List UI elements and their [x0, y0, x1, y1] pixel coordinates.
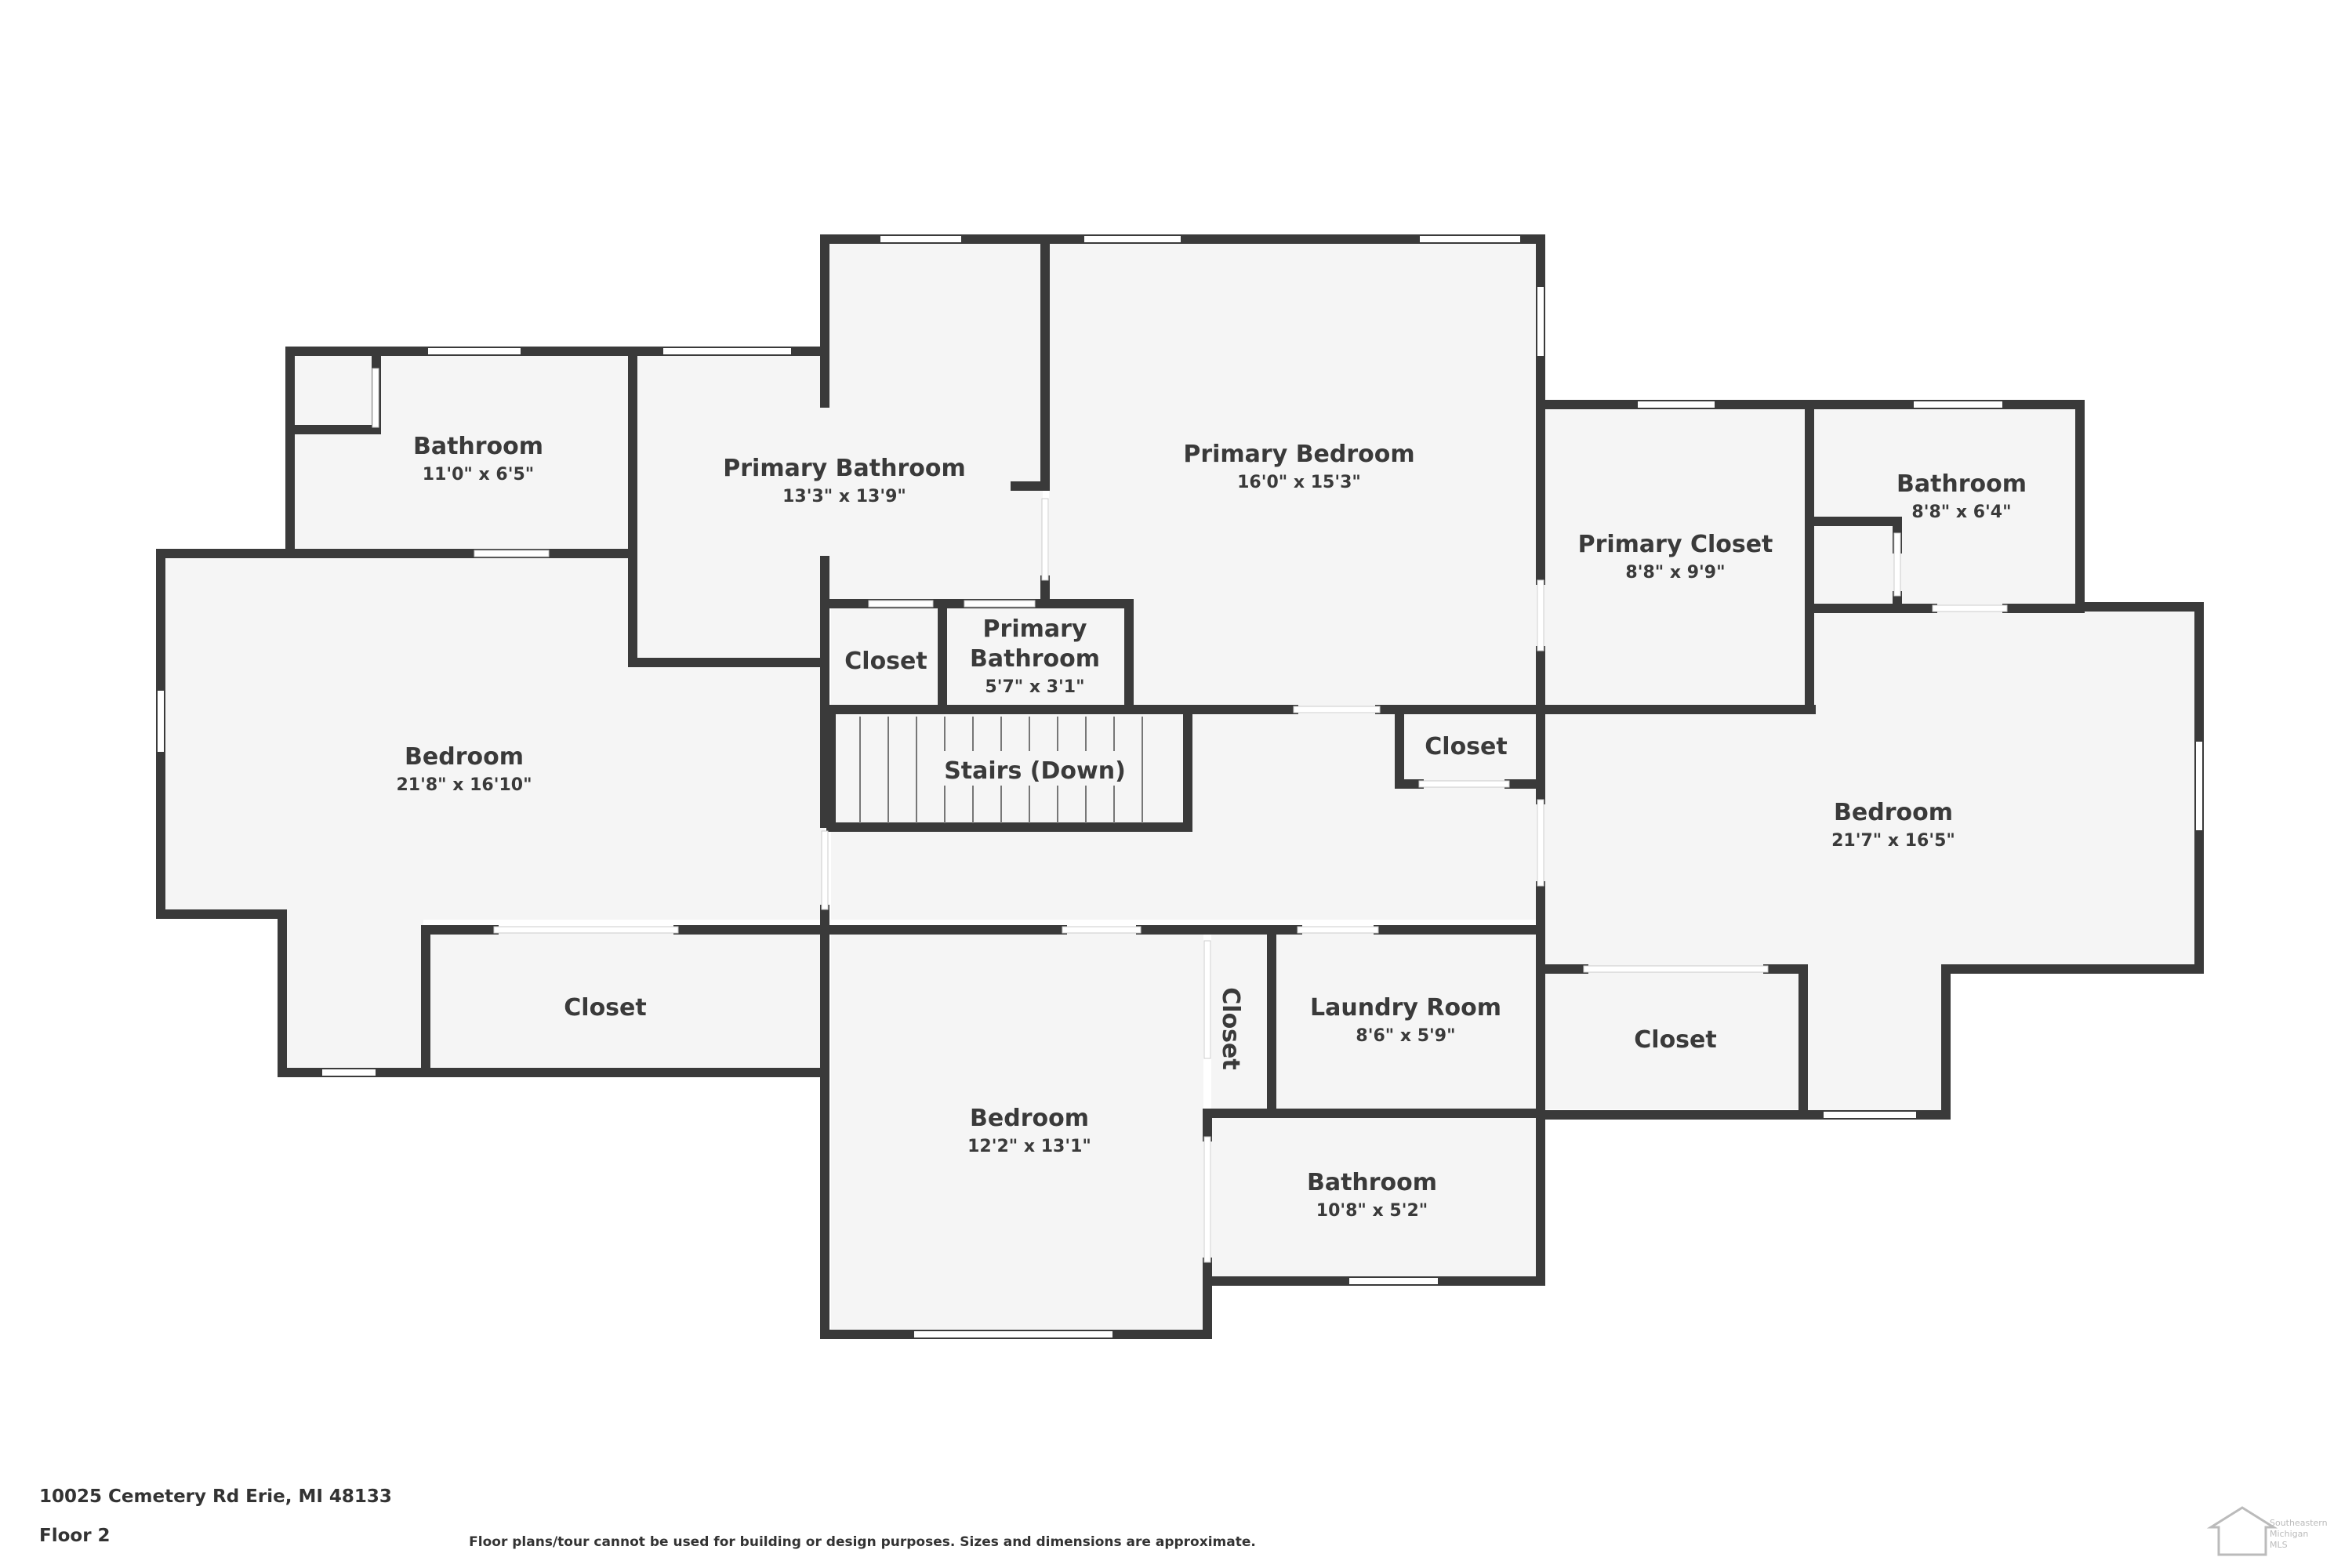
- bathroom-tr-floor: [1813, 406, 2077, 607]
- room-name: Bathroom: [413, 433, 543, 460]
- room-name-line2: Bathroom: [970, 645, 1100, 673]
- room-name: Laundry Room: [1310, 994, 1501, 1022]
- room-dims: 8'8" x 9'9": [1625, 563, 1725, 583]
- window: [1536, 285, 1545, 358]
- primary-bathroom-floor: [637, 353, 825, 662]
- bathroom-bottom-floor: [1211, 1117, 1537, 1277]
- room-dims: 5'7" x 3'1": [985, 677, 1084, 697]
- room-name: Primary Bedroom: [1183, 441, 1414, 468]
- opening: [1203, 940, 1211, 1059]
- window: [1348, 1276, 1439, 1286]
- closet-small-floor: [831, 608, 937, 706]
- primary-bathroom-small-floor: [946, 608, 1122, 706]
- window: [426, 347, 522, 356]
- room-name: Closet: [564, 994, 646, 1022]
- logo-line2: Michigan: [2270, 1529, 2308, 1539]
- room-name: Closet: [1634, 1026, 1716, 1054]
- window: [2194, 740, 2204, 832]
- room-dims: 12'2" x 13'1": [967, 1137, 1091, 1156]
- window: [1083, 234, 1182, 244]
- room-name: Bedroom: [405, 743, 524, 771]
- house-icon: [2206, 1506, 2278, 1556]
- room-name: Bedroom: [970, 1105, 1089, 1132]
- opening: [1297, 926, 1379, 934]
- room-name: Primary: [983, 615, 1087, 643]
- closet-hall-floor: [1403, 713, 1537, 780]
- wall-closet-hall: [1395, 705, 1424, 789]
- openings: [372, 368, 2008, 1263]
- room-dims: 21'8" x 16'10": [396, 775, 532, 795]
- opening: [964, 600, 1036, 608]
- disclaimer-text: Floor plans/tour cannot be used for buil…: [469, 1534, 1256, 1550]
- opening: [474, 550, 550, 557]
- windows: [156, 234, 2204, 1339]
- opening: [1293, 706, 1381, 713]
- mls-logo: Southeastern Michigan MLS: [2206, 1506, 2328, 1556]
- opening: [1537, 579, 1544, 652]
- opening: [821, 830, 829, 910]
- logo-line3: MLS: [2270, 1540, 2288, 1550]
- window: [156, 689, 165, 753]
- window: [1912, 400, 2004, 409]
- room-dims: 8'8" x 6'4": [1911, 503, 2011, 522]
- opening: [1041, 498, 1049, 581]
- room-name: Primary Closet: [1578, 531, 1773, 558]
- room-dims: 13'3" x 13'9": [782, 487, 906, 506]
- opening: [1537, 799, 1544, 887]
- room-dims: 10'8" x 5'2": [1316, 1201, 1428, 1221]
- bedroom-left-floor: [165, 557, 825, 1069]
- opening: [493, 926, 679, 934]
- wall-stairs: [826, 709, 1192, 832]
- room-dims: 16'0" x 15'3": [1237, 473, 1361, 492]
- bathroom-tl-floor: [294, 353, 631, 553]
- room-name: Bedroom: [1834, 799, 1953, 826]
- window: [913, 1330, 1114, 1339]
- opening: [1583, 965, 1769, 973]
- floor-fills: [165, 239, 2195, 1329]
- stairs-label-bg: [941, 751, 1129, 786]
- room-name: Closet: [1425, 733, 1507, 760]
- room-name: Primary Bathroom: [723, 455, 965, 482]
- bedroom-bottom-floor: [831, 933, 1203, 1329]
- window: [1418, 234, 1522, 244]
- room-name: Bathroom: [1896, 470, 2027, 498]
- floor-label: Floor 2: [39, 1526, 111, 1546]
- opening: [1062, 926, 1142, 934]
- closet-left-floor: [430, 933, 820, 1069]
- logo-line1: Southeastern: [2270, 1518, 2328, 1528]
- primary-bathroom-upper-floor: [825, 239, 1043, 600]
- laundry-floor: [1276, 933, 1537, 1109]
- room-dims: 11'0" x 6'5": [423, 465, 534, 485]
- closet-vertical-floor: [1211, 933, 1268, 1109]
- opening: [1418, 780, 1510, 788]
- room-labels: Bathroom 11'0" x 6'5" Primary Bathroom 1…: [396, 433, 2027, 1221]
- room-name: Bathroom: [1307, 1169, 1437, 1196]
- opening: [1203, 1136, 1211, 1263]
- room-name-vertical: Closet: [1217, 987, 1244, 1069]
- window: [321, 1068, 377, 1077]
- primary-closet-floor: [1543, 406, 1806, 706]
- opening: [1893, 532, 1901, 597]
- opening: [1932, 604, 2008, 612]
- window: [662, 347, 793, 356]
- window: [1822, 1110, 1918, 1120]
- room-name: Closet: [844, 648, 927, 675]
- bedroom-right-floor: [1543, 612, 2195, 1112]
- window: [1636, 400, 1716, 409]
- stairs-label: Stairs (Down): [944, 757, 1126, 785]
- address-text: 10025 Cemetery Rd Erie, MI 48133: [39, 1486, 392, 1507]
- window: [879, 234, 963, 244]
- closet-right-floor: [1543, 972, 1800, 1109]
- opening: [372, 368, 379, 428]
- wall-tl-bath: [156, 347, 829, 1077]
- wall-closet-right-2: [1536, 964, 1808, 1120]
- room-dims: 21'7" x 16'5": [1831, 831, 1955, 851]
- opening: [868, 600, 934, 608]
- room-dims: 8'6" x 5'9": [1356, 1026, 1455, 1046]
